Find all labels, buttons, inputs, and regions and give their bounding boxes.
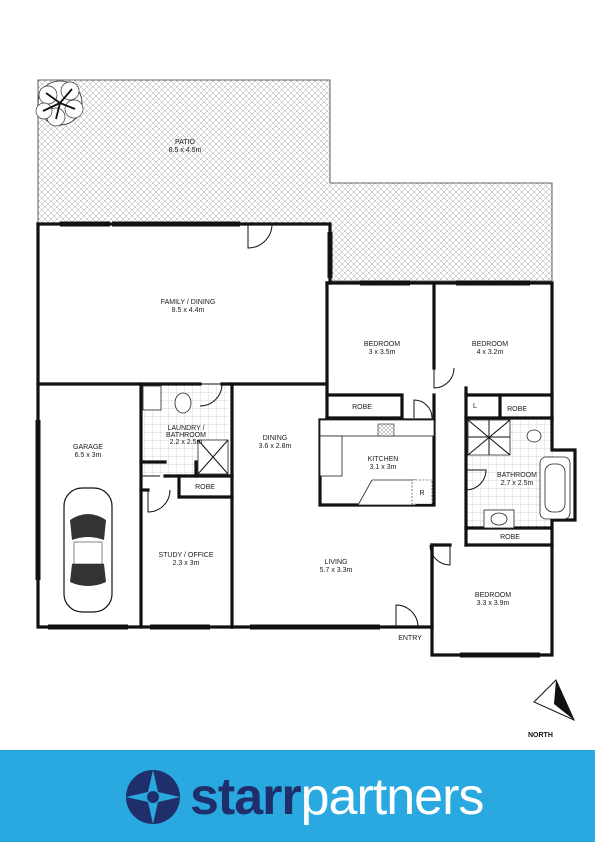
robe-label-2: ROBE — [507, 406, 527, 413]
north-arrow-icon — [533, 679, 575, 721]
bedroom2-size: 4 x 3.2m — [477, 349, 504, 356]
laundry-tub — [142, 385, 162, 411]
floor-plan: PATIO 8.5 x 4.5m FAMILY / DINING 8.5 x 4… — [35, 79, 577, 721]
kitchen-bench — [319, 419, 435, 437]
walls — [36, 222, 577, 657]
bedroom3-label: BEDROOM — [475, 592, 511, 599]
north-label: NORTH — [528, 732, 553, 739]
brand-name-light: partners — [300, 768, 485, 826]
laundry-label-1: LAUNDRY / — [167, 425, 204, 432]
bedroom2-label: BEDROOM — [472, 341, 508, 348]
toilet-icon — [174, 392, 192, 414]
brand-wordmark: starrpartners — [190, 762, 485, 832]
living-label: LIVING — [325, 559, 348, 566]
fridge-space — [411, 479, 433, 505]
study-size: 2.3 x 3m — [173, 560, 200, 567]
dining-label: DINING — [263, 435, 288, 442]
robe-label-3: ROBE — [195, 484, 215, 491]
cooktop-icon — [377, 423, 395, 437]
bedroom3-size: 3.3 x 3.9m — [477, 600, 510, 607]
bathroom-label: BATHROOM — [497, 472, 537, 479]
patio-area — [37, 79, 553, 282]
entry-label: ENTRY — [398, 635, 422, 642]
family-size: 8.5 x 4.4m — [172, 307, 205, 314]
bath-toilet-icon — [526, 429, 542, 443]
robe-label-1: ROBE — [352, 404, 372, 411]
kitchen-island — [319, 435, 343, 477]
fridge-label: R — [419, 490, 424, 497]
dining-size: 3.6 x 2.8m — [259, 443, 292, 450]
study-label: STUDY / OFFICE — [158, 552, 213, 559]
bedroom1-size: 3 x 3.5m — [369, 349, 396, 356]
laundry-label-2: BATHROOM — [166, 432, 206, 439]
laundry-size: 2.2 x 2.5m — [170, 439, 203, 446]
bedroom1-label: BEDROOM — [364, 341, 400, 348]
garage-size: 6.5 x 3m — [75, 452, 102, 459]
linen-label: L — [473, 403, 477, 410]
family-label: FAMILY / DINING — [161, 299, 216, 306]
windows — [35, 221, 553, 658]
robe-label-4: ROBE — [500, 534, 520, 541]
kitchen-label: KITCHEN — [368, 456, 399, 463]
garage-label: GARAGE — [73, 444, 103, 451]
patio-label: PATIO — [175, 139, 196, 146]
car-icon — [63, 487, 113, 613]
bathroom-size: 2.7 x 2.5m — [501, 480, 534, 487]
patio-size: 8.5 x 4.5m — [169, 147, 202, 154]
doors — [140, 223, 487, 628]
kitchen-counter — [357, 479, 417, 506]
tree-icon — [35, 80, 84, 127]
living-size: 5.7 x 3.3m — [320, 567, 353, 574]
kitchen-size: 3.1 x 3m — [370, 464, 397, 471]
brand-logo-icon — [126, 770, 180, 824]
brand-name-bold: starr — [190, 768, 302, 826]
footer-banner: starrpartners — [0, 750, 595, 842]
